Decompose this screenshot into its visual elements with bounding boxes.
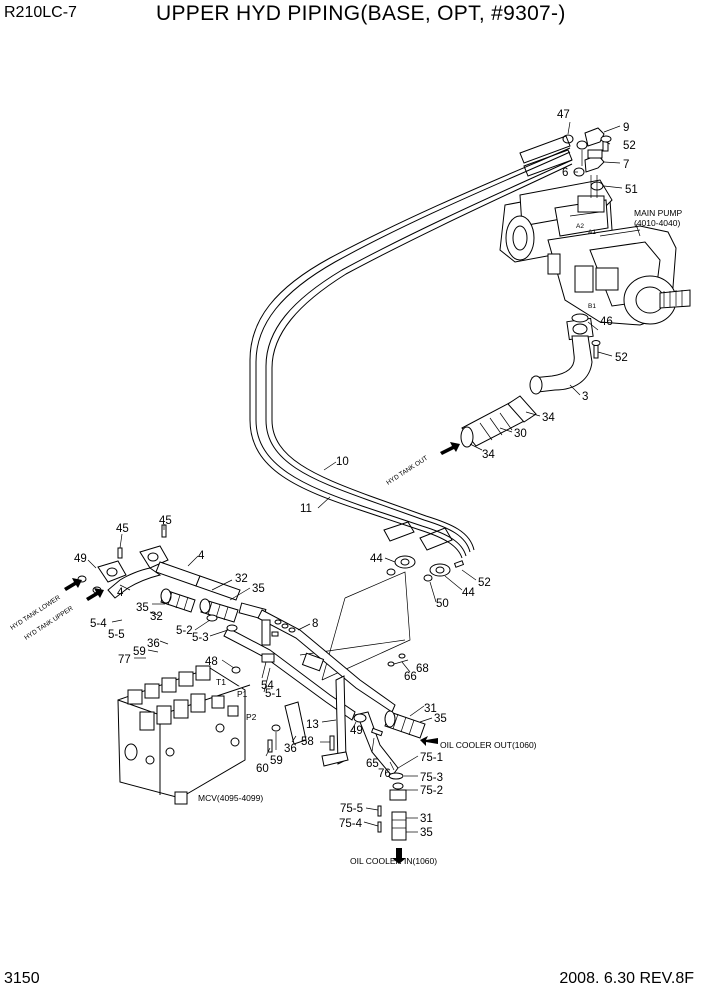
part-label: 31: [424, 703, 437, 715]
part-label: 34: [482, 449, 495, 461]
part-label: 4: [117, 587, 124, 599]
part-label: 75-2: [420, 785, 443, 797]
part-label: 5-5: [108, 629, 125, 641]
part-label: 31: [420, 813, 433, 825]
port-a1-label: A1: [588, 229, 596, 236]
part-label: 8: [312, 618, 318, 630]
hose-10-11: [249, 135, 573, 559]
part-label: 34: [542, 412, 555, 424]
port-p1-label: P1: [237, 689, 248, 699]
oil-cooler-out-label: OIL COOLER OUT(1060): [440, 740, 537, 750]
port-p2-label: P2: [246, 712, 257, 722]
part-label: 36: [284, 743, 297, 755]
part-label: 35: [136, 602, 149, 614]
hyd-tank-out-label: HYD TANK OUT: [385, 455, 429, 487]
hose-31: [384, 710, 426, 739]
page-number: 3150: [4, 970, 40, 987]
main-pump-drawing: [499, 179, 691, 326]
part-label: 59: [133, 646, 146, 658]
hyd-tank-upper-arrow: [86, 588, 104, 601]
part-label: 60: [256, 763, 269, 775]
part-label: 48: [205, 656, 218, 668]
leader-lines: [87, 121, 641, 833]
part-label: 52: [478, 577, 491, 589]
part-number-labels: 47 9 52 7 6 51 46 52 3 34 30 34 10 11 44…: [74, 109, 638, 839]
part-label: 5-4: [90, 618, 107, 630]
part-label: 65: [366, 758, 379, 770]
part-label: 47: [557, 109, 570, 121]
mcv-label: MCV(4095-4099): [198, 793, 263, 803]
part-label: 32: [150, 611, 163, 623]
part-label: 76: [378, 768, 391, 780]
part-label: 35: [420, 827, 433, 839]
part-label: 32: [235, 573, 248, 585]
part-label: 75-4: [339, 818, 363, 830]
part-label: 59: [270, 755, 283, 767]
part-label: 30: [514, 428, 527, 440]
part-label: 66: [404, 671, 417, 683]
part-label: 5-1: [265, 688, 282, 700]
bracket-36: [284, 701, 307, 745]
hyd-tank-lower-arrow: [64, 578, 82, 591]
part-label: 44: [370, 553, 383, 565]
part-label: 75-5: [340, 803, 363, 815]
part-label: 5-2: [176, 625, 193, 637]
part-label: 45: [159, 515, 172, 527]
revision-date: 2008. 6.30 REV.8F: [559, 970, 694, 987]
main-pump-code: (4010-4040): [634, 218, 680, 228]
bracket-13: [321, 675, 349, 767]
part-label: 51: [625, 184, 638, 196]
part-label: 46: [600, 316, 613, 328]
part-label: 52: [615, 352, 628, 364]
part-label: 75-3: [420, 772, 443, 784]
part-label: 35: [434, 713, 447, 725]
hyd-tank-upper-label: HYD TANK UPPER: [23, 605, 74, 642]
port-a2-label: A2: [576, 223, 584, 230]
elbow-3-assembly: [529, 313, 601, 395]
part-label: 35: [252, 583, 265, 595]
part-label: 10: [336, 456, 349, 468]
part-label: 11: [300, 503, 312, 515]
part-label: 54: [261, 680, 274, 692]
part-label: 6: [562, 167, 568, 179]
pump-fittings: [562, 127, 612, 198]
part-label: 50: [436, 598, 449, 610]
part-label: 45: [116, 523, 129, 535]
part-label: 36: [147, 638, 160, 650]
part-label: 4: [198, 550, 205, 562]
pipe-8-assembly: [206, 609, 406, 721]
page-title: UPPER HYD PIPING(BASE, OPT, #9307-): [156, 2, 566, 25]
part-label: 49: [74, 553, 87, 565]
hyd-tank-lower-label: HYD TANK LOWER: [9, 594, 62, 632]
mcv-drawing: [117, 665, 251, 805]
oil-cooler-in-arrow: [392, 848, 406, 864]
port-b1-label: B1: [588, 303, 596, 310]
part-label: 9: [623, 122, 629, 134]
part-label: 49: [350, 725, 363, 737]
pipe-75-1: [267, 711, 407, 841]
part-label: 58: [301, 736, 314, 748]
part-label: 75-1: [420, 752, 443, 764]
hose-end-flanges: [386, 555, 465, 582]
pipe-4-assembly: [77, 524, 267, 623]
part-label: 7: [623, 159, 629, 171]
model-code: R210LC-7: [4, 4, 77, 21]
part-label: 13: [306, 719, 319, 731]
port-t1-label: T1: [216, 677, 226, 687]
hyd-tank-out-arrow: [440, 442, 460, 455]
part-label: 52: [623, 140, 636, 152]
part-label: 5-3: [192, 632, 209, 644]
part-label: 77: [118, 654, 131, 666]
part-label: 68: [416, 663, 429, 675]
oil-cooler-in-label: OIL COOLER IN(1060): [350, 856, 437, 866]
part-label: 3: [582, 391, 588, 403]
part-label: 44: [462, 587, 475, 599]
oil-cooler-out-arrow: [420, 736, 438, 746]
main-pump-label: MAIN PUMP: [634, 208, 683, 218]
hose-30: [460, 395, 537, 448]
component-labels: MAIN PUMP (4010-4040) B1 A1 A2 MCV(4095-…: [198, 208, 683, 803]
